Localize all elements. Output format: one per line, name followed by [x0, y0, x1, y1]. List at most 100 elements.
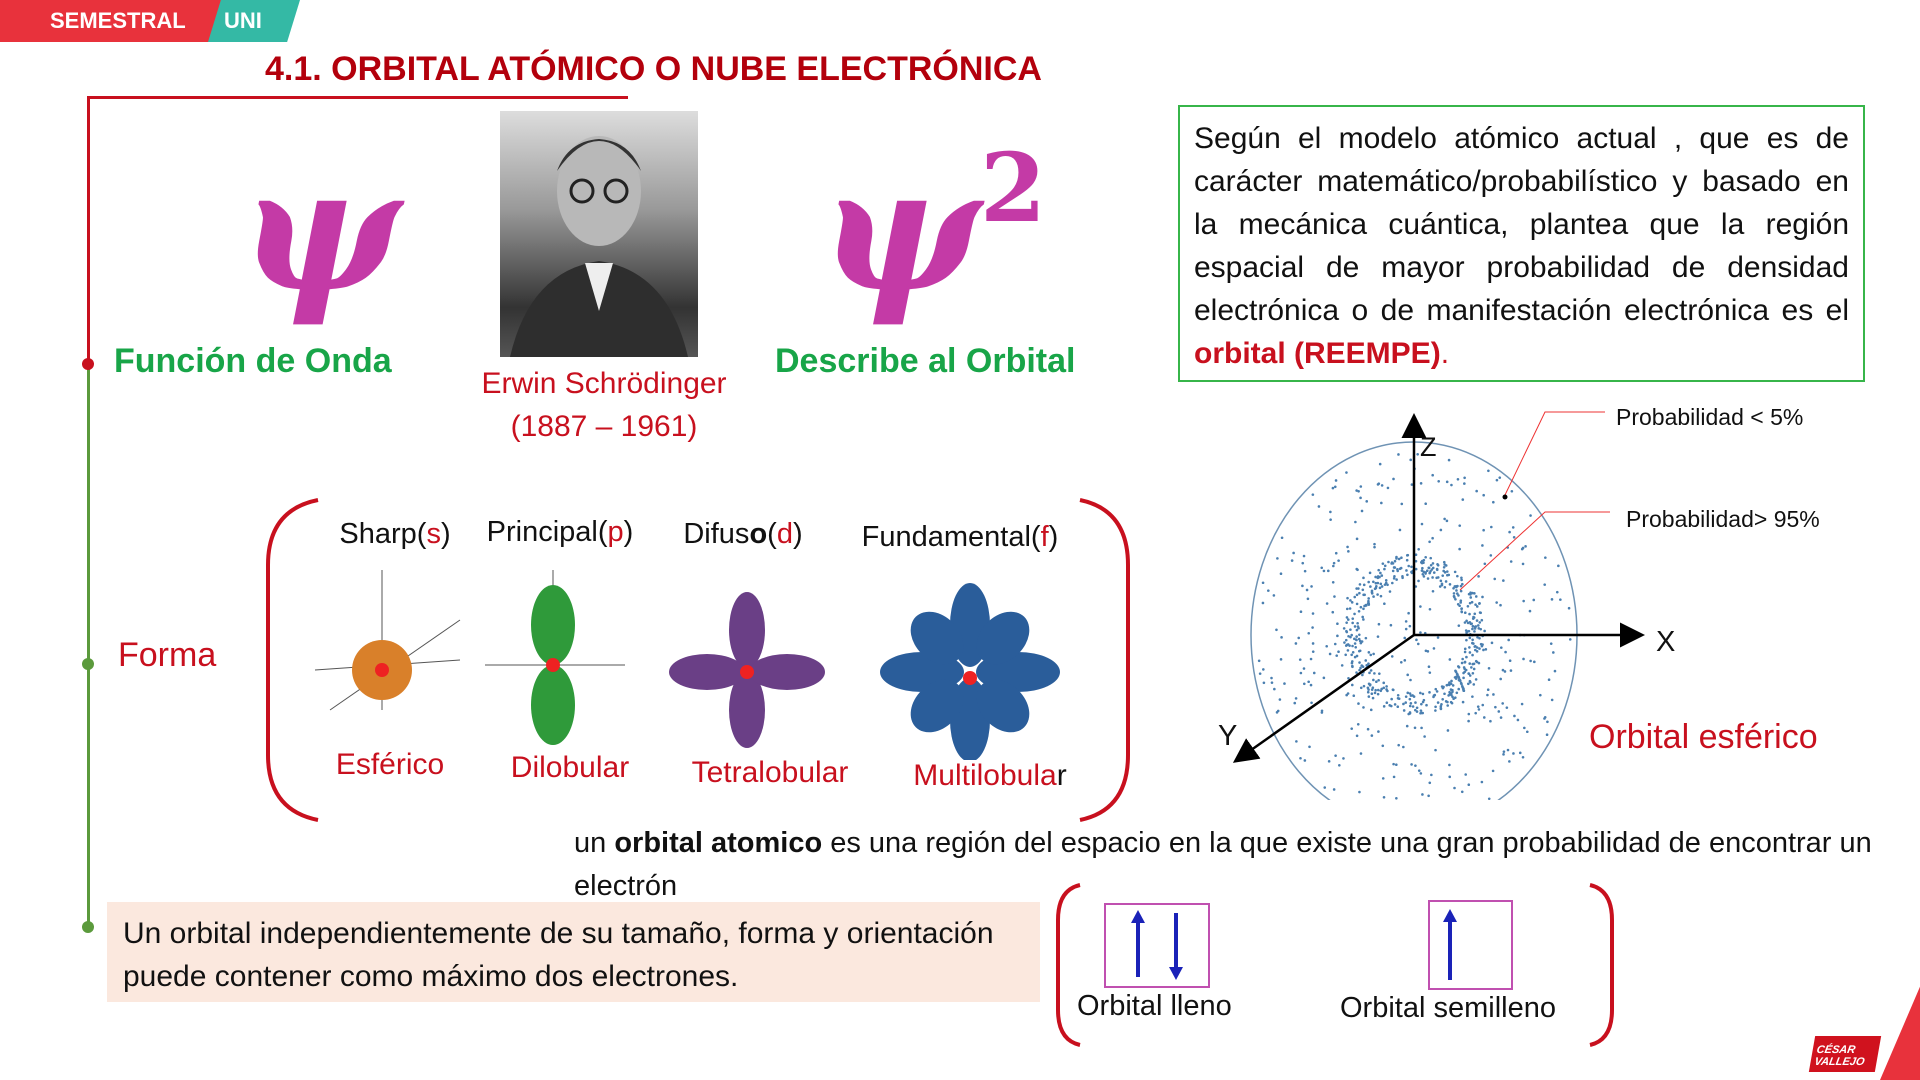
probability-dot — [1520, 702, 1524, 706]
probability-dot — [1329, 510, 1332, 514]
probability-dot — [1350, 601, 1354, 604]
probability-dot — [1472, 667, 1476, 671]
probability-dot — [1411, 705, 1415, 708]
orbital-shapes — [314, 570, 1060, 760]
orbital-half-box — [1428, 900, 1513, 990]
probability-dot — [1434, 709, 1437, 712]
probability-dot — [1431, 562, 1435, 565]
probability-dot — [1478, 621, 1482, 624]
probability-dot — [1337, 650, 1340, 654]
probability-dot — [1502, 579, 1505, 582]
probability-dot — [1408, 697, 1412, 701]
probability-dot — [1445, 480, 1449, 484]
probability-dot — [1355, 638, 1358, 642]
probability-dot — [1440, 582, 1444, 586]
probability-dot — [1477, 627, 1481, 630]
probability-dot — [1553, 669, 1557, 673]
probability-dot — [1369, 669, 1373, 672]
probability-dot — [1327, 760, 1331, 763]
probability-dot — [1377, 678, 1380, 682]
probability-dot — [1357, 637, 1361, 641]
probability-dot — [1267, 589, 1270, 592]
probability-dot — [1480, 618, 1484, 622]
probability-dot — [1391, 569, 1395, 573]
probability-dot — [1428, 781, 1432, 785]
probability-dot — [1528, 609, 1532, 613]
probability-dot — [1437, 479, 1440, 483]
probability-dot — [1423, 735, 1426, 738]
probability-dot — [1351, 650, 1355, 654]
probability-dot — [1382, 681, 1386, 685]
probability-dot — [1403, 659, 1407, 662]
probability-dot — [1306, 597, 1310, 601]
probability-dot — [1457, 665, 1461, 669]
probability-dot — [1543, 715, 1547, 719]
s-orbital-icon — [314, 570, 461, 711]
probability-dot — [1473, 592, 1476, 595]
probability-dot — [1459, 599, 1463, 602]
probability-dot — [1410, 483, 1414, 486]
probability-dot — [1348, 607, 1352, 610]
probability-dot — [1440, 685, 1444, 688]
probability-dot — [1473, 612, 1477, 616]
probability-dot — [1290, 559, 1294, 562]
probability-dot — [1366, 690, 1370, 694]
probability-dot — [1262, 668, 1265, 671]
probability-dot — [1457, 687, 1461, 691]
probability-dot — [1431, 589, 1435, 593]
probability-dot — [1358, 649, 1362, 653]
probability-dot — [1352, 694, 1356, 698]
probability-dot — [1336, 634, 1339, 638]
probability-dot — [1419, 772, 1423, 775]
probability-dot — [1342, 757, 1345, 760]
probability-dot — [1447, 683, 1450, 686]
forma-label: Forma — [118, 636, 217, 674]
probability-dot — [1368, 671, 1371, 675]
probability-dot — [1468, 674, 1472, 677]
probability-dot — [1329, 518, 1332, 521]
probability-dot — [1414, 559, 1418, 563]
probability-dot — [1377, 568, 1380, 572]
probability-dot — [1405, 558, 1409, 562]
probability-dot — [1456, 584, 1459, 588]
probability-dot — [1376, 576, 1380, 580]
probability-dot — [1359, 686, 1363, 690]
probability-dot — [1372, 580, 1375, 584]
probability-dot — [1446, 700, 1449, 704]
orbital-d-label: Difuso(d) — [683, 518, 803, 550]
probability-dot — [1407, 611, 1410, 615]
probability-dot — [1475, 650, 1479, 653]
probability-dot — [1336, 622, 1339, 626]
probability-dot — [1326, 569, 1330, 573]
probability-dot — [1549, 642, 1553, 645]
probability-dot — [1441, 574, 1445, 577]
probability-dot — [1409, 678, 1412, 682]
probability-dot — [1362, 583, 1366, 587]
probability-dot — [1357, 489, 1360, 493]
probability-dot — [1276, 557, 1279, 560]
probability-dot — [1350, 683, 1354, 687]
probability-dot — [1499, 716, 1503, 719]
probability-dot — [1543, 583, 1547, 586]
probability-dot — [1331, 610, 1335, 614]
probability-dot — [1559, 598, 1562, 601]
probability-dot — [1439, 528, 1443, 532]
probability-dot — [1463, 647, 1467, 651]
probability-dot — [1383, 602, 1386, 605]
probability-dot — [1328, 652, 1332, 656]
probability-dot — [1320, 566, 1324, 570]
probability-dot — [1420, 702, 1423, 706]
probability-dot — [1422, 575, 1426, 578]
probability-dot — [1347, 676, 1350, 680]
probability-dot — [1489, 554, 1493, 557]
probability-dot — [1471, 671, 1475, 675]
probability-dot — [1483, 629, 1486, 633]
probability-dot — [1404, 620, 1408, 623]
probability-dot — [1427, 566, 1431, 570]
probability-dot — [1557, 564, 1560, 568]
probability-dot — [1365, 500, 1369, 503]
probability-dot — [1448, 763, 1451, 767]
probability-dot — [1464, 773, 1467, 776]
probability-dot — [1370, 734, 1374, 737]
probability-dot — [1449, 692, 1453, 695]
